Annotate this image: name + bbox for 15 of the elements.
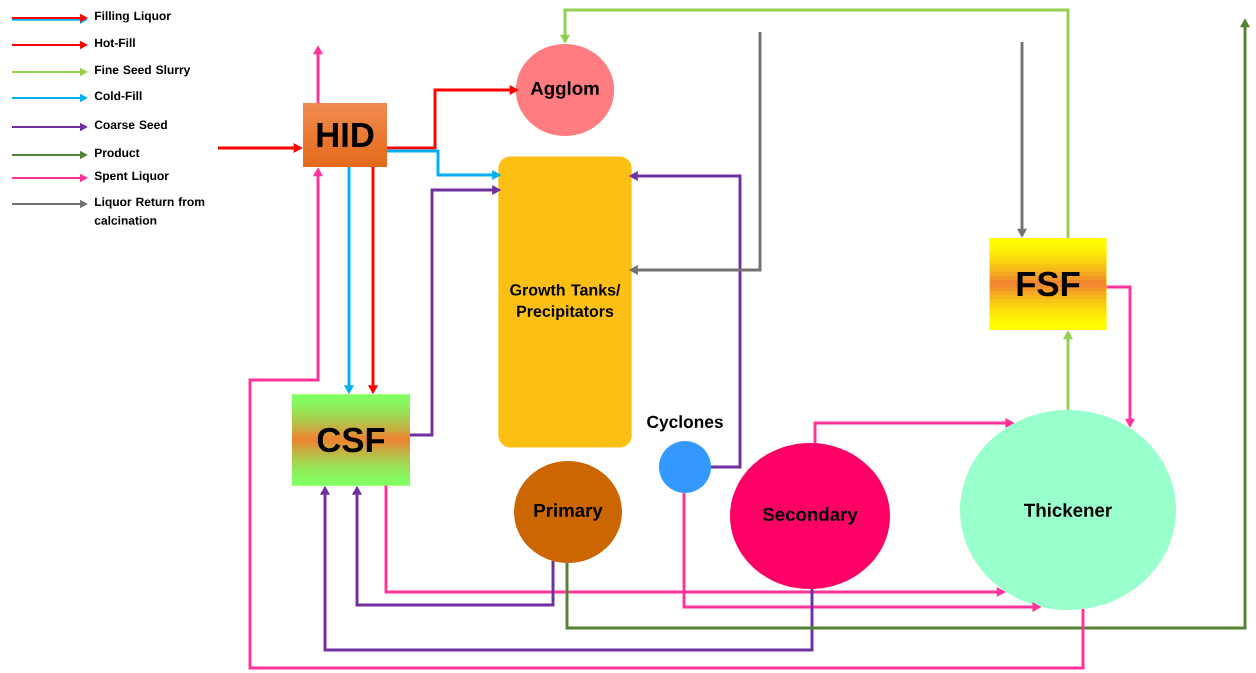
legend-text: Filling Liquor bbox=[95, 11, 171, 23]
process-box: CSF bbox=[292, 394, 410, 486]
legend-text: Hot-Fill bbox=[95, 38, 135, 48]
node-caption: Cyclones bbox=[647, 415, 723, 432]
node-label: HID bbox=[317, 123, 374, 147]
legend-text: Coarse Seed bbox=[94, 120, 167, 130]
legend-text: Liquor Return from calcination bbox=[94, 197, 205, 225]
process-box: HID bbox=[303, 103, 387, 167]
legend-text: Cold-Fill bbox=[94, 91, 142, 101]
legend-text: Fine Seed Slurry bbox=[95, 65, 191, 77]
vessel-circle bbox=[659, 441, 711, 493]
legend-text: Spent Liquor bbox=[94, 171, 169, 183]
tank-box: Growth Tanks/ Precipitators bbox=[498, 156, 632, 448]
legend-text: Product bbox=[95, 148, 140, 158]
process-box: FSF bbox=[989, 238, 1107, 330]
